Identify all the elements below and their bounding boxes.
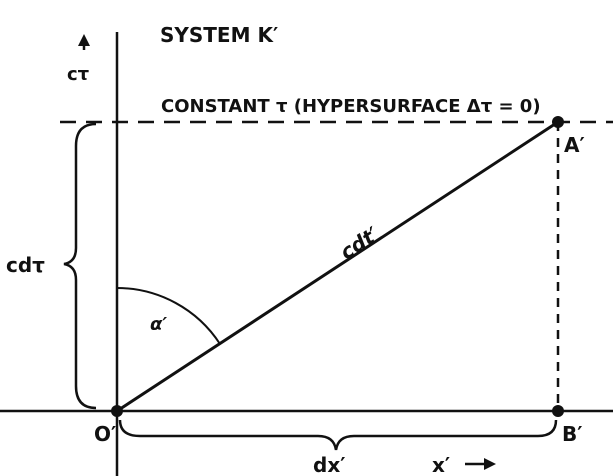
horizontal-interval-label: dx′ (313, 453, 346, 476)
worldline-segment (116, 120, 559, 413)
point-origin (111, 405, 123, 417)
vertical-interval-brace (63, 122, 97, 410)
angle-arc (116, 287, 221, 345)
worldline-label: cdt′ (336, 221, 384, 264)
point-a-label: A′ (564, 133, 585, 157)
horizontal-axis-label: x′ (432, 453, 450, 476)
hypersurface-label: CONSTANT τ (HYPERSURFACE Δτ = 0) (161, 96, 541, 117)
point-b (552, 405, 564, 417)
point-a (552, 116, 564, 128)
vertical-axis-arrow-head (78, 34, 90, 46)
point-origin-label: O′ (94, 422, 116, 446)
angle-label: α′ (150, 314, 167, 335)
vertical-interval-label: cdτ (6, 253, 45, 277)
vertical-axis-label: cτ (67, 64, 90, 85)
horizontal-axis-arrow-head (484, 458, 496, 470)
diagram-title: SYSTEM K′ (160, 23, 278, 47)
point-b-label: B′ (562, 422, 583, 446)
horizontal-interval-brace (118, 419, 558, 451)
